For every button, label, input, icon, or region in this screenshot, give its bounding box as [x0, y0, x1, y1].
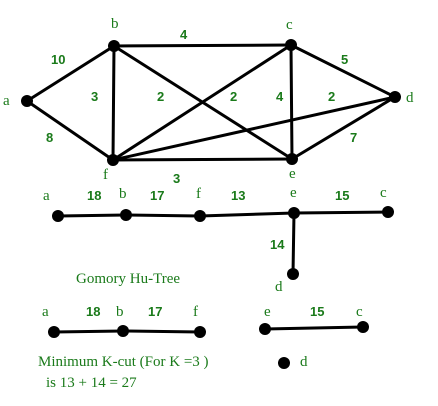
cut2-node-c — [357, 321, 369, 333]
tree-label-f: f — [196, 186, 201, 202]
graph-label-a: a — [3, 93, 10, 109]
graph-label-d: d — [406, 90, 414, 106]
graph-edge-c-e — [289, 43, 294, 161]
graph-node-c — [285, 39, 297, 51]
tree-label-d: d — [275, 279, 283, 295]
graph-weight-f-c: 2 — [230, 89, 237, 104]
tree-edge-b-f — [124, 213, 202, 218]
graph-label-b: b — [111, 16, 119, 32]
cut2-node-e — [259, 323, 271, 335]
graph-edge-c-d — [289, 43, 397, 99]
graph-weight-a-b: 10 — [51, 52, 65, 67]
kcut-caption-line2: is 13 + 14 = 27 — [46, 375, 137, 391]
graph-weight-b-f: 3 — [91, 89, 98, 104]
graph-weight-b-c: 4 — [180, 27, 188, 42]
cut1-label-b: b — [116, 304, 124, 320]
cut1-node-a — [48, 326, 60, 338]
graph-weight-b-e: 2 — [157, 89, 164, 104]
graph-node-f — [107, 154, 119, 166]
cut1-edge-b-f — [121, 329, 202, 334]
tree-weight-f-e: 13 — [231, 188, 245, 203]
graph-weight-a-f: 8 — [46, 130, 53, 145]
cut-component-2: 15 e c — [259, 304, 369, 335]
graph-edge-b-f — [111, 44, 116, 162]
cut2-edge-e-c — [263, 325, 365, 331]
graph-weight-f-e: 3 — [173, 171, 180, 186]
graph-weight-c-d: 5 — [341, 52, 348, 67]
tree-weight-e-c: 15 — [335, 188, 349, 203]
tree-node-b — [120, 209, 132, 221]
graph-node-a — [21, 95, 33, 107]
graph-edge-f-d — [111, 95, 397, 162]
original-graph: 10 8 4 3 2 2 4 2 5 7 3 a b c d e f — [3, 16, 414, 186]
graph-edge-f-c — [111, 43, 293, 162]
graph-edge-b-c — [112, 43, 293, 48]
tree-edge-f-e — [198, 211, 296, 218]
cut-component-3: d — [278, 354, 308, 370]
tree-node-a — [52, 210, 64, 222]
graph-edge-e-d — [290, 95, 397, 161]
graph-node-d — [389, 91, 401, 103]
tree-node-c — [382, 206, 394, 218]
tree-weight-a-b: 18 — [87, 188, 101, 203]
tree-label-e: e — [290, 185, 297, 201]
tree-weight-e-d: 14 — [270, 237, 285, 252]
tree-weight-b-f: 17 — [150, 188, 164, 203]
cut2-label-c: c — [356, 304, 363, 320]
graph-weight-c-e: 4 — [276, 89, 284, 104]
cut3-node-d — [278, 357, 290, 369]
cut3-label-d: d — [300, 354, 308, 370]
tree-edge-e-c — [292, 210, 390, 215]
min-kcut-components: 18 17 a b f 15 e c d — [42, 304, 369, 370]
tree-edge-a-b — [56, 213, 128, 218]
tree-edge-e-d — [291, 211, 296, 276]
cut2-label-e: e — [264, 304, 271, 320]
graph-weight-f-d: 2 — [328, 89, 335, 104]
cut1-weight-b-f: 17 — [148, 304, 162, 319]
tree-label-a: a — [43, 188, 50, 204]
cut-component-1: 18 17 a b f — [42, 304, 206, 338]
graph-node-b — [108, 40, 120, 52]
graph-node-e — [286, 153, 298, 165]
tree-node-d — [287, 268, 299, 280]
graph-label-e: e — [289, 166, 296, 182]
graph-label-c: c — [286, 17, 293, 33]
gomory-hu-tree: 18 17 13 15 14 a b f e c d — [43, 185, 394, 295]
graph-weight-e-d: 7 — [350, 130, 357, 145]
cut1-node-b — [117, 325, 129, 337]
kcut-caption-line1: Minimum K-cut (For K =3 ) — [38, 354, 209, 370]
cut2-weight-e-c: 15 — [310, 304, 324, 319]
graph-edge-f-e — [111, 157, 294, 162]
cut1-label-a: a — [42, 304, 49, 320]
tree-label-b: b — [119, 186, 127, 202]
tree-label-c: c — [380, 185, 387, 201]
tree-node-f — [194, 210, 206, 222]
cut1-edge-a-b — [52, 329, 125, 334]
tree-node-e — [288, 207, 300, 219]
graph-edge-a-f — [25, 99, 115, 162]
cut1-node-f — [194, 326, 206, 338]
graph-edge-a-b — [25, 44, 116, 103]
graph-label-f: f — [103, 167, 108, 183]
tree-caption: Gomory Hu-Tree — [76, 271, 180, 287]
cut1-label-f: f — [193, 304, 198, 320]
cut1-weight-a-b: 18 — [86, 304, 100, 319]
